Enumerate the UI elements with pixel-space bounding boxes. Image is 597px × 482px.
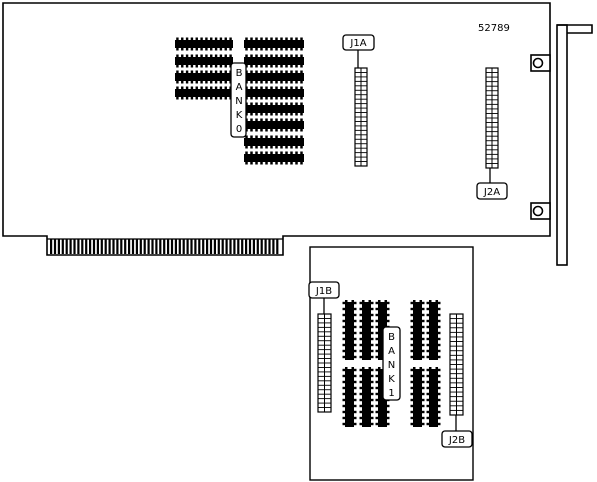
memory-chip: [244, 54, 304, 68]
memory-chip: [410, 299, 425, 360]
j1b-callout: J1B: [308, 281, 340, 314]
memory-chip: [244, 151, 304, 165]
bank0-letter: 0: [236, 124, 242, 135]
memory-chip: [342, 299, 357, 360]
memory-chip: [175, 37, 233, 51]
board-number: 52789: [478, 23, 510, 34]
bank0-letter: A: [236, 82, 243, 93]
j1a-connector: [354, 67, 368, 167]
svg-text:J2A: J2A: [483, 187, 500, 198]
bank1-letter: B: [388, 332, 395, 343]
edge-connector: [47, 238, 283, 254]
svg-text:J1A: J1A: [349, 38, 366, 49]
memory-chip: [175, 70, 233, 84]
memory-chip: [244, 102, 304, 116]
bank0-letter: B: [236, 68, 243, 79]
memory-chip: [342, 366, 357, 427]
j2b-callout: J2B: [441, 415, 473, 448]
memory-chip: [359, 299, 374, 360]
memory-chip: [175, 54, 233, 68]
bank1-letter: K: [388, 374, 395, 385]
bank1-letter: A: [388, 346, 395, 357]
memory-chip: [426, 299, 441, 360]
memory-chip: [359, 366, 374, 427]
bank0-label: B A N K 0: [230, 62, 247, 138]
bank1-letter: N: [388, 360, 395, 371]
j2a-callout: J2A: [476, 168, 508, 200]
j2a-connector: [485, 67, 499, 169]
memory-chip: [244, 37, 304, 51]
j1b-connector: [317, 313, 332, 413]
memory-chip: [244, 135, 304, 149]
j2b-connector: [449, 313, 464, 416]
memory-chip: [410, 366, 425, 427]
bank0-letter: N: [235, 96, 242, 107]
bank1-letter: 1: [388, 388, 394, 399]
bank0-letter: K: [236, 110, 243, 121]
mounting-bracket: [530, 24, 593, 266]
memory-chip: [244, 86, 304, 100]
memory-chip: [426, 366, 441, 427]
j1a-callout: J1A: [342, 34, 375, 68]
bank1-label: B A N K 1: [382, 326, 401, 401]
svg-text:J1B: J1B: [315, 286, 332, 297]
bank0-memory-chips: [175, 37, 304, 165]
svg-text:J2B: J2B: [448, 435, 465, 446]
